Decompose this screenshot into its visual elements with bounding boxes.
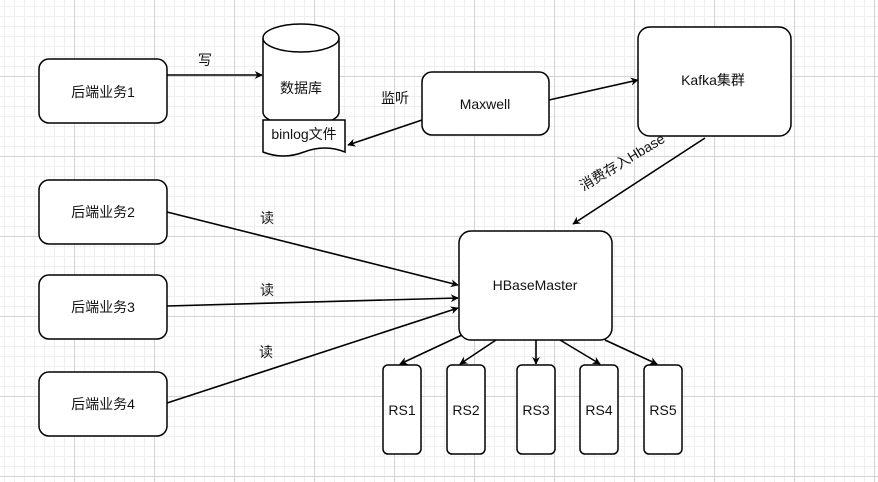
edge-master-rs1 <box>399 334 463 365</box>
backend-2-label: 后端业务2 <box>71 204 135 220</box>
edge-read2-label: 读 <box>260 210 274 226</box>
kafka-box[interactable] <box>637 26 792 137</box>
rs4-box[interactable] <box>579 364 619 455</box>
binlog-document[interactable] <box>262 119 346 157</box>
backend-3-box[interactable] <box>38 274 168 340</box>
backend-1-box[interactable] <box>38 58 168 124</box>
edge-listen-label: 监听 <box>381 90 409 106</box>
maxwell-label: Maxwell <box>459 96 511 112</box>
backend-3-label: 后端业务3 <box>71 299 135 315</box>
rs2-label: RS2 <box>452 402 480 418</box>
binlog-label: binlog文件 <box>271 126 337 142</box>
backend-4-label: 后端业务4 <box>71 396 135 412</box>
edge-read2 <box>166 211 459 288</box>
edge-read3 <box>166 294 459 307</box>
rs5-label: RS5 <box>649 402 677 418</box>
rs5-box[interactable] <box>643 364 683 455</box>
database-cylinder[interactable] <box>262 23 340 127</box>
backend-2-box[interactable] <box>38 179 168 245</box>
edge-consume <box>572 137 706 225</box>
edge-read3-label: 读 <box>260 282 274 298</box>
maxwell-box[interactable] <box>421 71 550 136</box>
edge-master-rs2 <box>459 339 497 365</box>
rs2-box[interactable] <box>446 364 486 455</box>
edge-read4-label: 读 <box>259 344 273 360</box>
database-label: 数据库 <box>280 80 322 96</box>
rs3-label: RS3 <box>522 402 550 418</box>
edge-read4 <box>166 306 459 404</box>
rs4-label: RS4 <box>585 402 613 418</box>
edge-listen <box>347 119 423 147</box>
hbase-master-label: HBaseMaster <box>492 277 578 293</box>
hbase-master-box[interactable] <box>458 230 613 341</box>
rs3-box[interactable] <box>516 364 556 455</box>
kafka-label: Kafka集群 <box>681 72 745 88</box>
edge-write-label: 写 <box>198 52 212 68</box>
rs1-label: RS1 <box>388 402 416 418</box>
backend-4-box[interactable] <box>38 371 168 437</box>
rs1-box[interactable] <box>382 364 422 455</box>
edge-master-rs4 <box>559 339 601 365</box>
backend-1-label: 后端业务1 <box>71 84 135 100</box>
edge-maxwell-kafka <box>548 77 639 101</box>
edge-master-rs5 <box>604 339 658 365</box>
